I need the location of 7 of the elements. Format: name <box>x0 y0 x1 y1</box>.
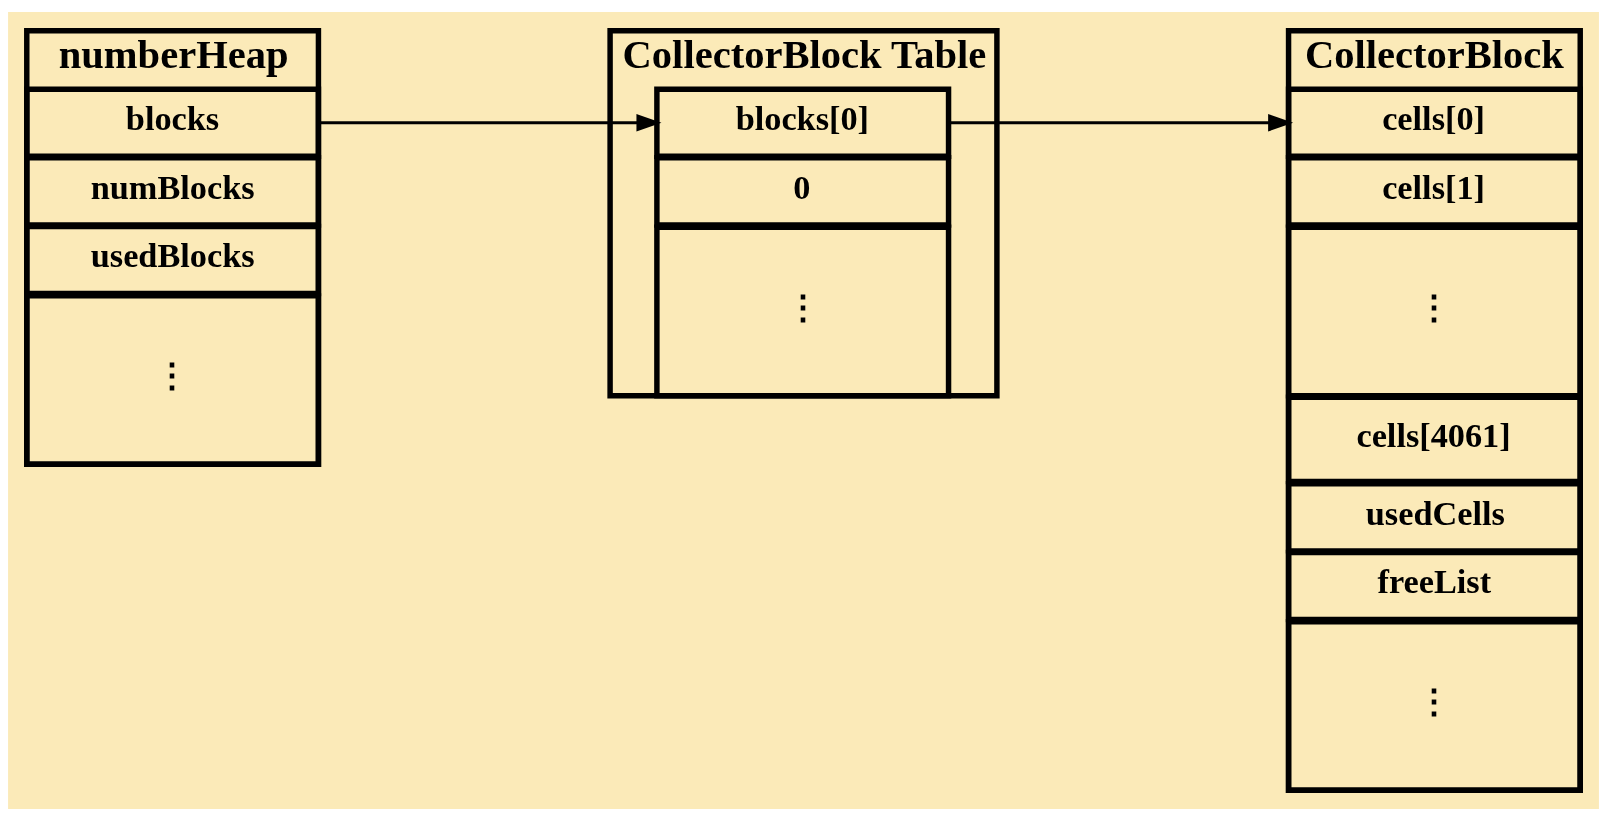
node-box: ⋮ <box>654 224 952 399</box>
arrow <box>318 114 662 132</box>
node-box: ⋮ <box>1285 619 1583 793</box>
node-box: cells[1] <box>1285 155 1583 228</box>
arrow <box>948 114 1294 132</box>
node-box: 0 <box>654 155 952 228</box>
node-box: ⋮ <box>24 293 322 468</box>
